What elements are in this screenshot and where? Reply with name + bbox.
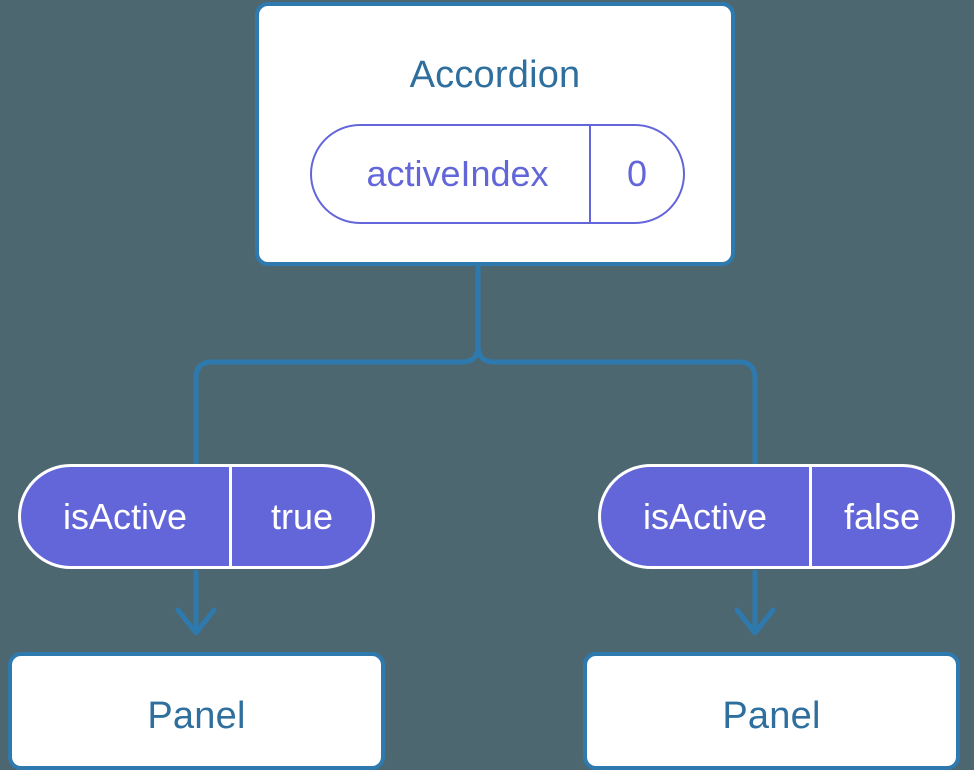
left-state-value: true xyxy=(270,495,334,537)
accordion-component-card[interactable]: Accordion activeIndex 0 xyxy=(255,2,735,266)
right-panel-card[interactable]: Panel xyxy=(583,652,960,770)
right-panel-title: Panel xyxy=(722,695,821,737)
left-panel-title: Panel xyxy=(147,695,246,737)
accordion-state-key: activeIndex xyxy=(312,126,591,222)
edge-accordion-to-left-state xyxy=(193,263,481,467)
right-state-key: isActive xyxy=(601,467,812,566)
edge-accordion-to-right-state xyxy=(475,263,758,467)
right-is-active-state-pill[interactable]: isActive false xyxy=(598,464,955,569)
arrowhead-down-icon-right xyxy=(734,607,776,636)
left-panel-card[interactable]: Panel xyxy=(8,652,385,770)
right-state-value: false xyxy=(843,495,921,537)
accordion-state-pill[interactable]: activeIndex 0 xyxy=(310,124,685,224)
left-state-key: isActive xyxy=(21,467,232,566)
arrowhead-down-icon-left xyxy=(175,607,217,636)
accordion-state-value: 0 xyxy=(626,153,648,194)
accordion-title: Accordion xyxy=(409,54,581,96)
left-is-active-state-pill[interactable]: isActive true xyxy=(18,464,375,569)
